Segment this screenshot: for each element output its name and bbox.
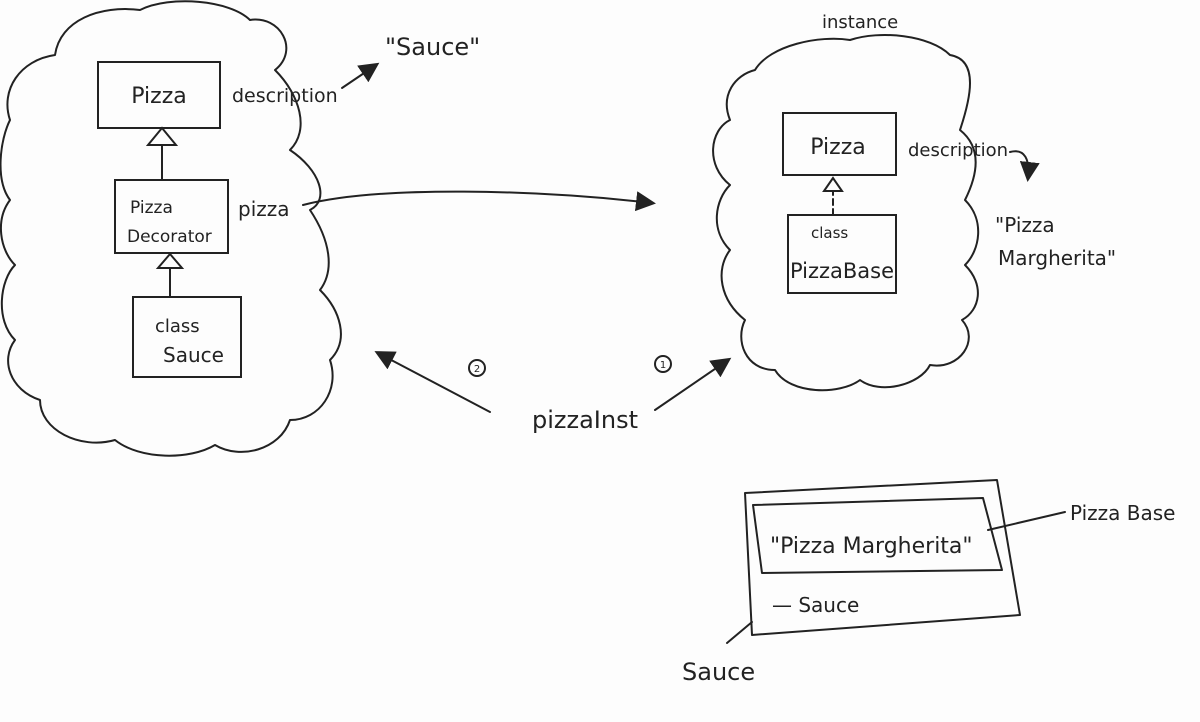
- pizza-decorator-label-line2: Decorator: [127, 227, 212, 247]
- step-2-badge: [468, 359, 486, 377]
- sauce-class-label-line2: Sauce: [163, 343, 224, 367]
- step-2-number: 2: [474, 364, 480, 375]
- pizza-base-leader-line: [987, 511, 1066, 531]
- outer-item-text: — Sauce: [772, 593, 859, 617]
- sauce-leader-line: [726, 621, 753, 644]
- inner-value-text: "Pizza Margherita": [770, 534, 973, 559]
- right-description-value-line2: Margherita": [998, 246, 1116, 270]
- sauce-class-box: [132, 296, 242, 378]
- pizza-decorator-class-box: [114, 179, 229, 254]
- pizza-base-inner-box: [752, 497, 1003, 574]
- inheritance-triangle-icon: [145, 126, 179, 146]
- right-description-label: description: [908, 140, 1008, 161]
- right-pizza-class-label: Pizza: [810, 135, 865, 160]
- pizza-reference-arrow: [302, 190, 656, 212]
- pizza-base-label-line1: class: [811, 224, 848, 242]
- pizza-base-label-line2: PizzaBase: [790, 259, 894, 283]
- left-description-label: description: [232, 85, 338, 107]
- right-pizza-class-box: [782, 112, 897, 176]
- description-arrow: [341, 62, 380, 89]
- pizza-class-label: Pizza: [131, 84, 186, 109]
- step-1-number: 1: [660, 360, 666, 371]
- realization-triangle-icon: [822, 176, 844, 192]
- right-instance-cloud: [712, 34, 980, 392]
- inheritance-triangle-icon-2: [155, 252, 185, 269]
- right-description-value-line1: "Pizza: [995, 213, 1055, 237]
- pizza-class-box: [97, 61, 221, 129]
- pizza-decorator-label-line1: Pizza: [130, 198, 173, 218]
- step-1-badge: [654, 355, 672, 373]
- pizza-base-class-box: [787, 214, 897, 294]
- step-1-arrow: [654, 357, 732, 411]
- step-2-arrow: [374, 351, 491, 413]
- left-instance-cloud: [0, 0, 342, 457]
- pizza-base-callout: Pizza Base: [1070, 501, 1176, 525]
- sauce-wrapper-box: [744, 479, 1021, 636]
- pizza-field-label: pizza: [238, 197, 290, 221]
- pizza-inst-variable: pizzaInst: [532, 406, 638, 434]
- sauce-callout: Sauce: [682, 658, 755, 686]
- right-cloud-title: instance: [822, 12, 898, 33]
- sauce-class-label-line1: class: [155, 316, 200, 337]
- left-description-value: "Sauce": [385, 33, 480, 61]
- right-description-arrow: [1009, 150, 1040, 182]
